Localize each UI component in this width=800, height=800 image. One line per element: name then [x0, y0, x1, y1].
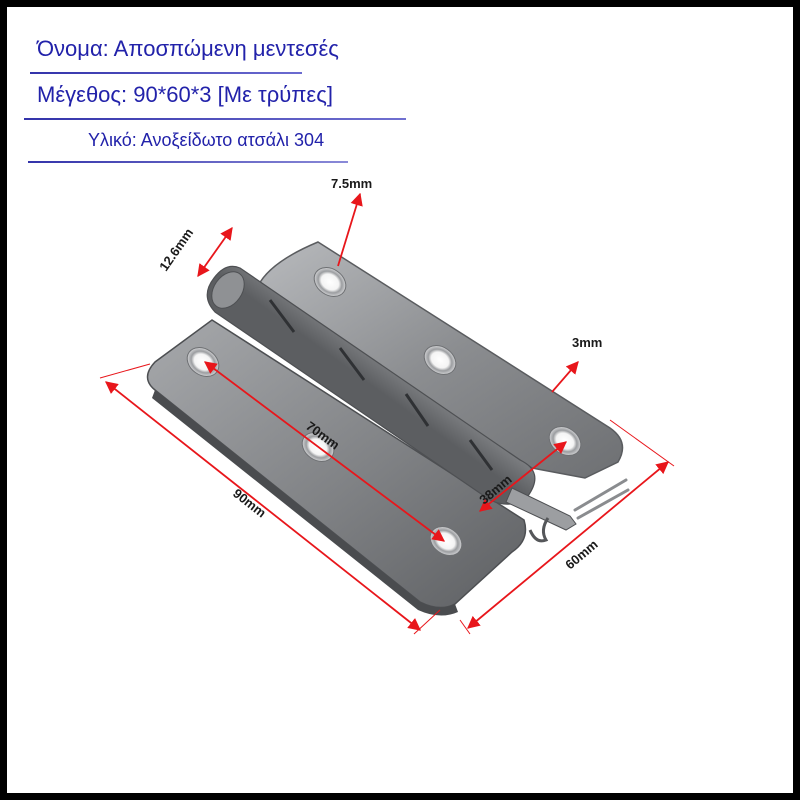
dim-line-90 [105, 381, 421, 631]
label-knuckle-diameter: 12.6mm [156, 225, 196, 273]
hinge-hole [313, 267, 347, 297]
label-thickness: 3mm [572, 335, 602, 350]
dim-line-knuckle [197, 226, 233, 278]
label-width: 60mm [562, 537, 600, 573]
dim-line-60 [467, 461, 669, 629]
dim-line-thickness [551, 361, 579, 393]
dim-ext-60-b [459, 619, 471, 635]
size-underline [24, 118, 406, 120]
label-length: 90mm [230, 486, 269, 521]
label-pin-diameter: 7.5mm [331, 176, 372, 191]
material-underline [28, 161, 348, 163]
product-material-text: Υλικό: Ανοξείδωτο ατσάλι 304 [88, 130, 325, 150]
dim-ext-60-a [609, 419, 675, 467]
name-underline [30, 72, 302, 74]
dim-ext-90-a [99, 363, 151, 379]
product-size-text: Μέγεθος: 90*60*3 [Με τρύπες] [37, 82, 333, 107]
dim-line-pin [337, 192, 363, 267]
dim-ext-90-b [413, 609, 441, 635]
product-name-text: Όνομα: Αποσπώμενη μεντεσές [37, 36, 339, 61]
